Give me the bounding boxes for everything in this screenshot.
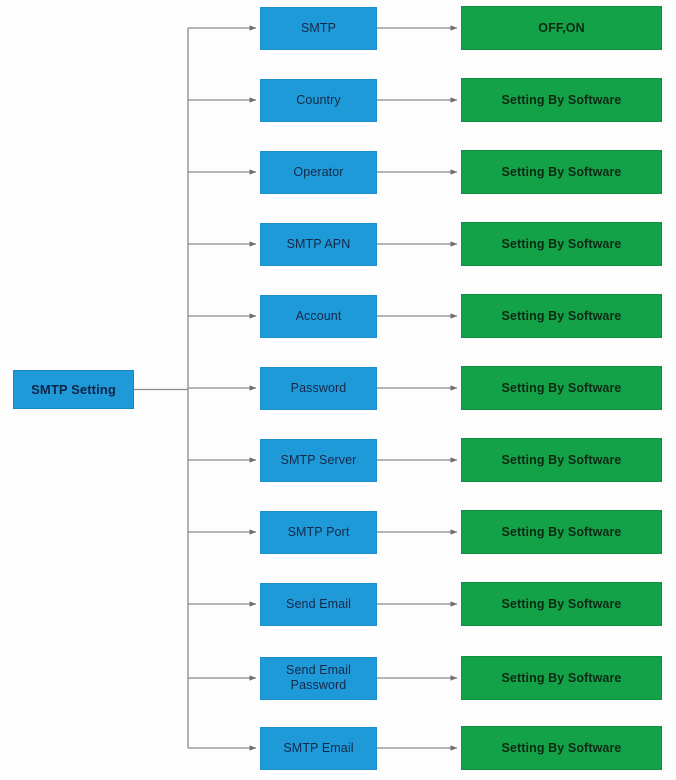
node-value-label: Setting By Software: [501, 236, 622, 251]
node-value[interactable]: Setting By Software: [461, 438, 662, 482]
node-value-label: Setting By Software: [501, 670, 622, 685]
node-setting-label: Password: [290, 380, 347, 395]
node-setting[interactable]: Operator: [260, 150, 377, 194]
node-setting-label: Country: [296, 92, 341, 107]
node-setting[interactable]: SMTP Email: [260, 726, 377, 770]
node-value[interactable]: Setting By Software: [461, 726, 662, 770]
node-setting[interactable]: SMTP APN: [260, 222, 377, 266]
node-value[interactable]: Setting By Software: [461, 294, 662, 338]
node-setting[interactable]: Send Email: [260, 582, 377, 626]
node-value[interactable]: Setting By Software: [461, 150, 662, 194]
node-setting[interactable]: Account: [260, 294, 377, 338]
node-setting[interactable]: Send Email Password: [260, 656, 377, 700]
node-value[interactable]: OFF,ON: [461, 6, 662, 50]
node-setting[interactable]: SMTP: [260, 6, 377, 50]
node-root-smtp-setting[interactable]: SMTP Setting: [13, 370, 134, 409]
node-setting[interactable]: Password: [260, 366, 377, 410]
node-setting-label: SMTP Port: [287, 524, 350, 539]
node-setting-label: Account: [295, 308, 342, 323]
node-setting-label: SMTP: [300, 20, 337, 35]
node-value[interactable]: Setting By Software: [461, 366, 662, 410]
node-value[interactable]: Setting By Software: [461, 510, 662, 554]
node-value[interactable]: Setting By Software: [461, 222, 662, 266]
node-setting-label: Send Email: [286, 596, 351, 611]
node-value-label: Setting By Software: [501, 524, 622, 539]
node-value[interactable]: Setting By Software: [461, 656, 662, 700]
node-setting[interactable]: Country: [260, 78, 377, 122]
node-setting-label: SMTP APN: [286, 236, 351, 251]
node-value-label: OFF,ON: [538, 20, 585, 35]
node-value[interactable]: Setting By Software: [461, 78, 662, 122]
node-root-label: SMTP Setting: [31, 381, 116, 397]
node-setting-label: Operator: [293, 164, 344, 179]
node-value-label: Setting By Software: [501, 164, 622, 179]
node-setting[interactable]: SMTP Server: [260, 438, 377, 482]
node-value-label: Setting By Software: [501, 596, 622, 611]
node-value-label: Setting By Software: [501, 92, 622, 107]
node-setting-label: SMTP Server: [280, 452, 357, 467]
node-value-label: Setting By Software: [501, 380, 622, 395]
node-value-label: Setting By Software: [501, 740, 622, 755]
node-setting-label: Send Email Password: [286, 663, 351, 692]
node-setting[interactable]: SMTP Port: [260, 510, 377, 554]
node-setting-label: SMTP Email: [283, 740, 354, 755]
node-value-label: Setting By Software: [501, 452, 622, 467]
node-value[interactable]: Setting By Software: [461, 582, 662, 626]
node-value-label: Setting By Software: [501, 308, 622, 323]
